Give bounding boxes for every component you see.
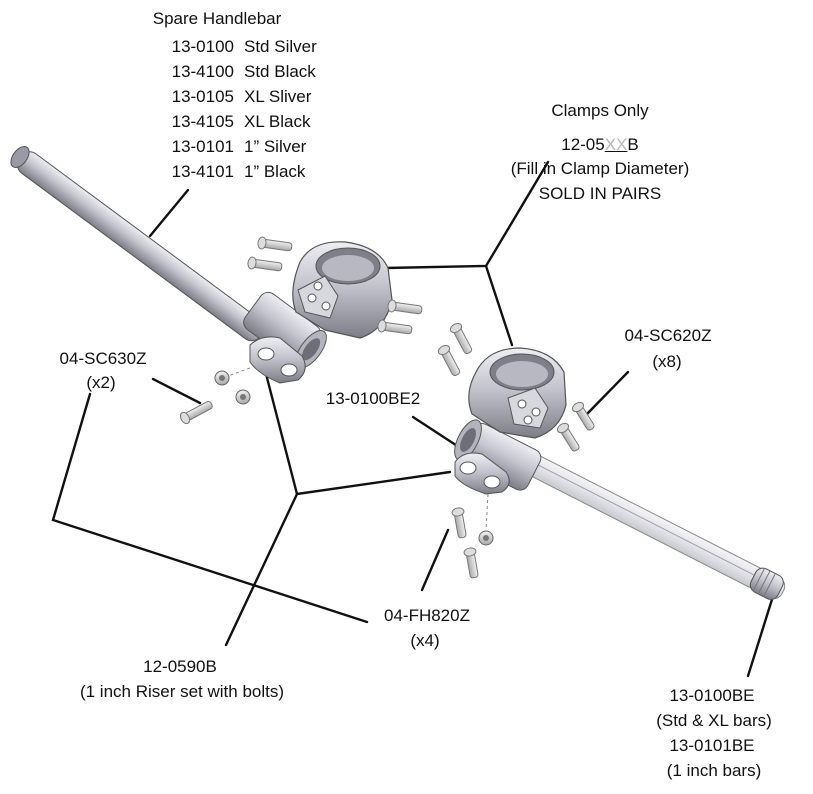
spare-handlebar-row: 13-4100 Std Black xyxy=(146,59,317,84)
spare-handlebar-part-number: 13-0101 xyxy=(171,137,234,156)
riser-set-part: 12-0590B xyxy=(143,657,217,676)
spare-handlebar-part-number: 13-0100 xyxy=(171,37,234,56)
spare-handlebar-table: 13-0100 Std Silver 13-4100 Std Black 13-0105… xyxy=(146,34,317,184)
riser-bolt-part: 13-0100BE2 xyxy=(325,389,421,408)
clamps-note: (Fill in Clamp Diameter) xyxy=(510,159,690,178)
clamps-sold-in-pairs: SOLD IN PAIRS xyxy=(538,184,662,203)
bolts-sc630 xyxy=(179,367,251,425)
left-riser xyxy=(249,336,306,384)
sc620-qty: (x8) xyxy=(652,352,682,371)
spare-handlebar-description: 1” Silver xyxy=(244,137,307,156)
riser-set-desc: (1 inch Riser set with bolts) xyxy=(79,682,285,701)
right-handlebar xyxy=(454,419,786,600)
bar-end-part-2: 13-0101BE xyxy=(669,736,755,755)
bar-end-desc-2: (1 inch bars) xyxy=(666,761,762,780)
leader-bar-end xyxy=(746,591,776,678)
spare-handlebar-title: Spare Handlebar xyxy=(152,9,282,28)
upper-clamp xyxy=(292,241,393,339)
lower-clamp xyxy=(468,347,567,439)
clamps-part-number: 12-05XXB xyxy=(561,135,639,154)
right-riser xyxy=(454,452,510,531)
spare-handlebar-description: XL Black xyxy=(244,112,311,131)
spare-handlebar-row: 13-4105 XL Black xyxy=(146,109,317,134)
leader-lines xyxy=(51,160,776,678)
leader-fh820 xyxy=(51,392,369,624)
bar-end-desc-1: (Std & XL bars) xyxy=(656,711,772,730)
spare-handlebar-part-number: 13-4100 xyxy=(171,62,234,81)
bar-end-part-1: 13-0100BE xyxy=(669,686,755,705)
spare-handlebar-row: 13-0100 Std Silver xyxy=(146,34,317,59)
spare-handlebar-description: Std Black xyxy=(244,62,316,81)
left-handlebar xyxy=(10,145,327,369)
leader-riser-set-down xyxy=(224,492,299,647)
spare-handlebar-part-number: 13-4101 xyxy=(171,162,234,181)
spare-handlebar-description: XL Sliver xyxy=(244,87,312,106)
clamps-title: Clamps Only xyxy=(551,101,649,120)
leader-clamps-lower xyxy=(484,264,514,347)
bolts-sc620 xyxy=(556,401,595,452)
sc620-part: 04-SC620Z xyxy=(624,326,712,345)
leader-spare-handlebar xyxy=(148,188,190,238)
spare-handlebar-description: Std Silver xyxy=(244,37,317,56)
spare-handlebar-part-number: 13-0105 xyxy=(171,87,234,106)
spare-handlebar-row: 13-0101 1” Silver xyxy=(146,134,317,159)
spare-handlebar-part-number: 13-4105 xyxy=(171,112,234,131)
bolts-middle xyxy=(437,322,473,377)
leader-fh820-up xyxy=(420,528,450,592)
leader-sc620 xyxy=(584,370,630,417)
leader-sc630 xyxy=(151,377,202,405)
bolts-fh820 xyxy=(451,507,494,579)
fh820-qty: (x4) xyxy=(410,631,440,650)
sc630-part: 04-SC630Z xyxy=(59,349,147,368)
bolts-upper-clamp xyxy=(247,236,423,335)
sc630-qty: (x2) xyxy=(86,373,116,392)
spare-handlebar-row: 13-4101 1” Black xyxy=(146,159,317,184)
fh820-part: 04-FH820Z xyxy=(384,606,470,625)
spare-handlebar-description: 1” Black xyxy=(244,162,306,181)
spare-handlebar-row: 13-0105 XL Sliver xyxy=(146,84,317,109)
